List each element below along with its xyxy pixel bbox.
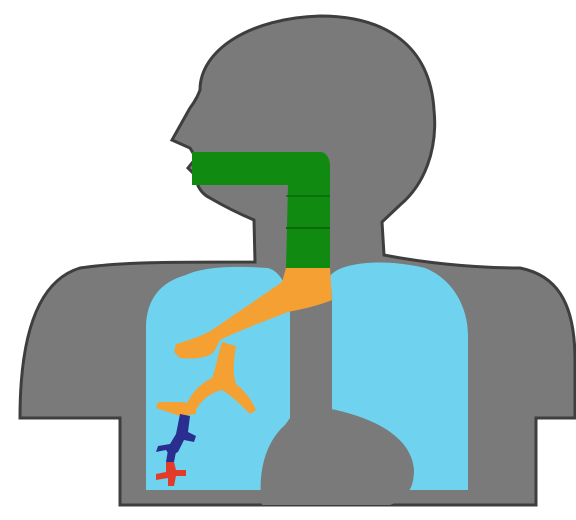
respiratory-diagram — [0, 0, 576, 520]
respiratory-svg — [0, 0, 576, 520]
